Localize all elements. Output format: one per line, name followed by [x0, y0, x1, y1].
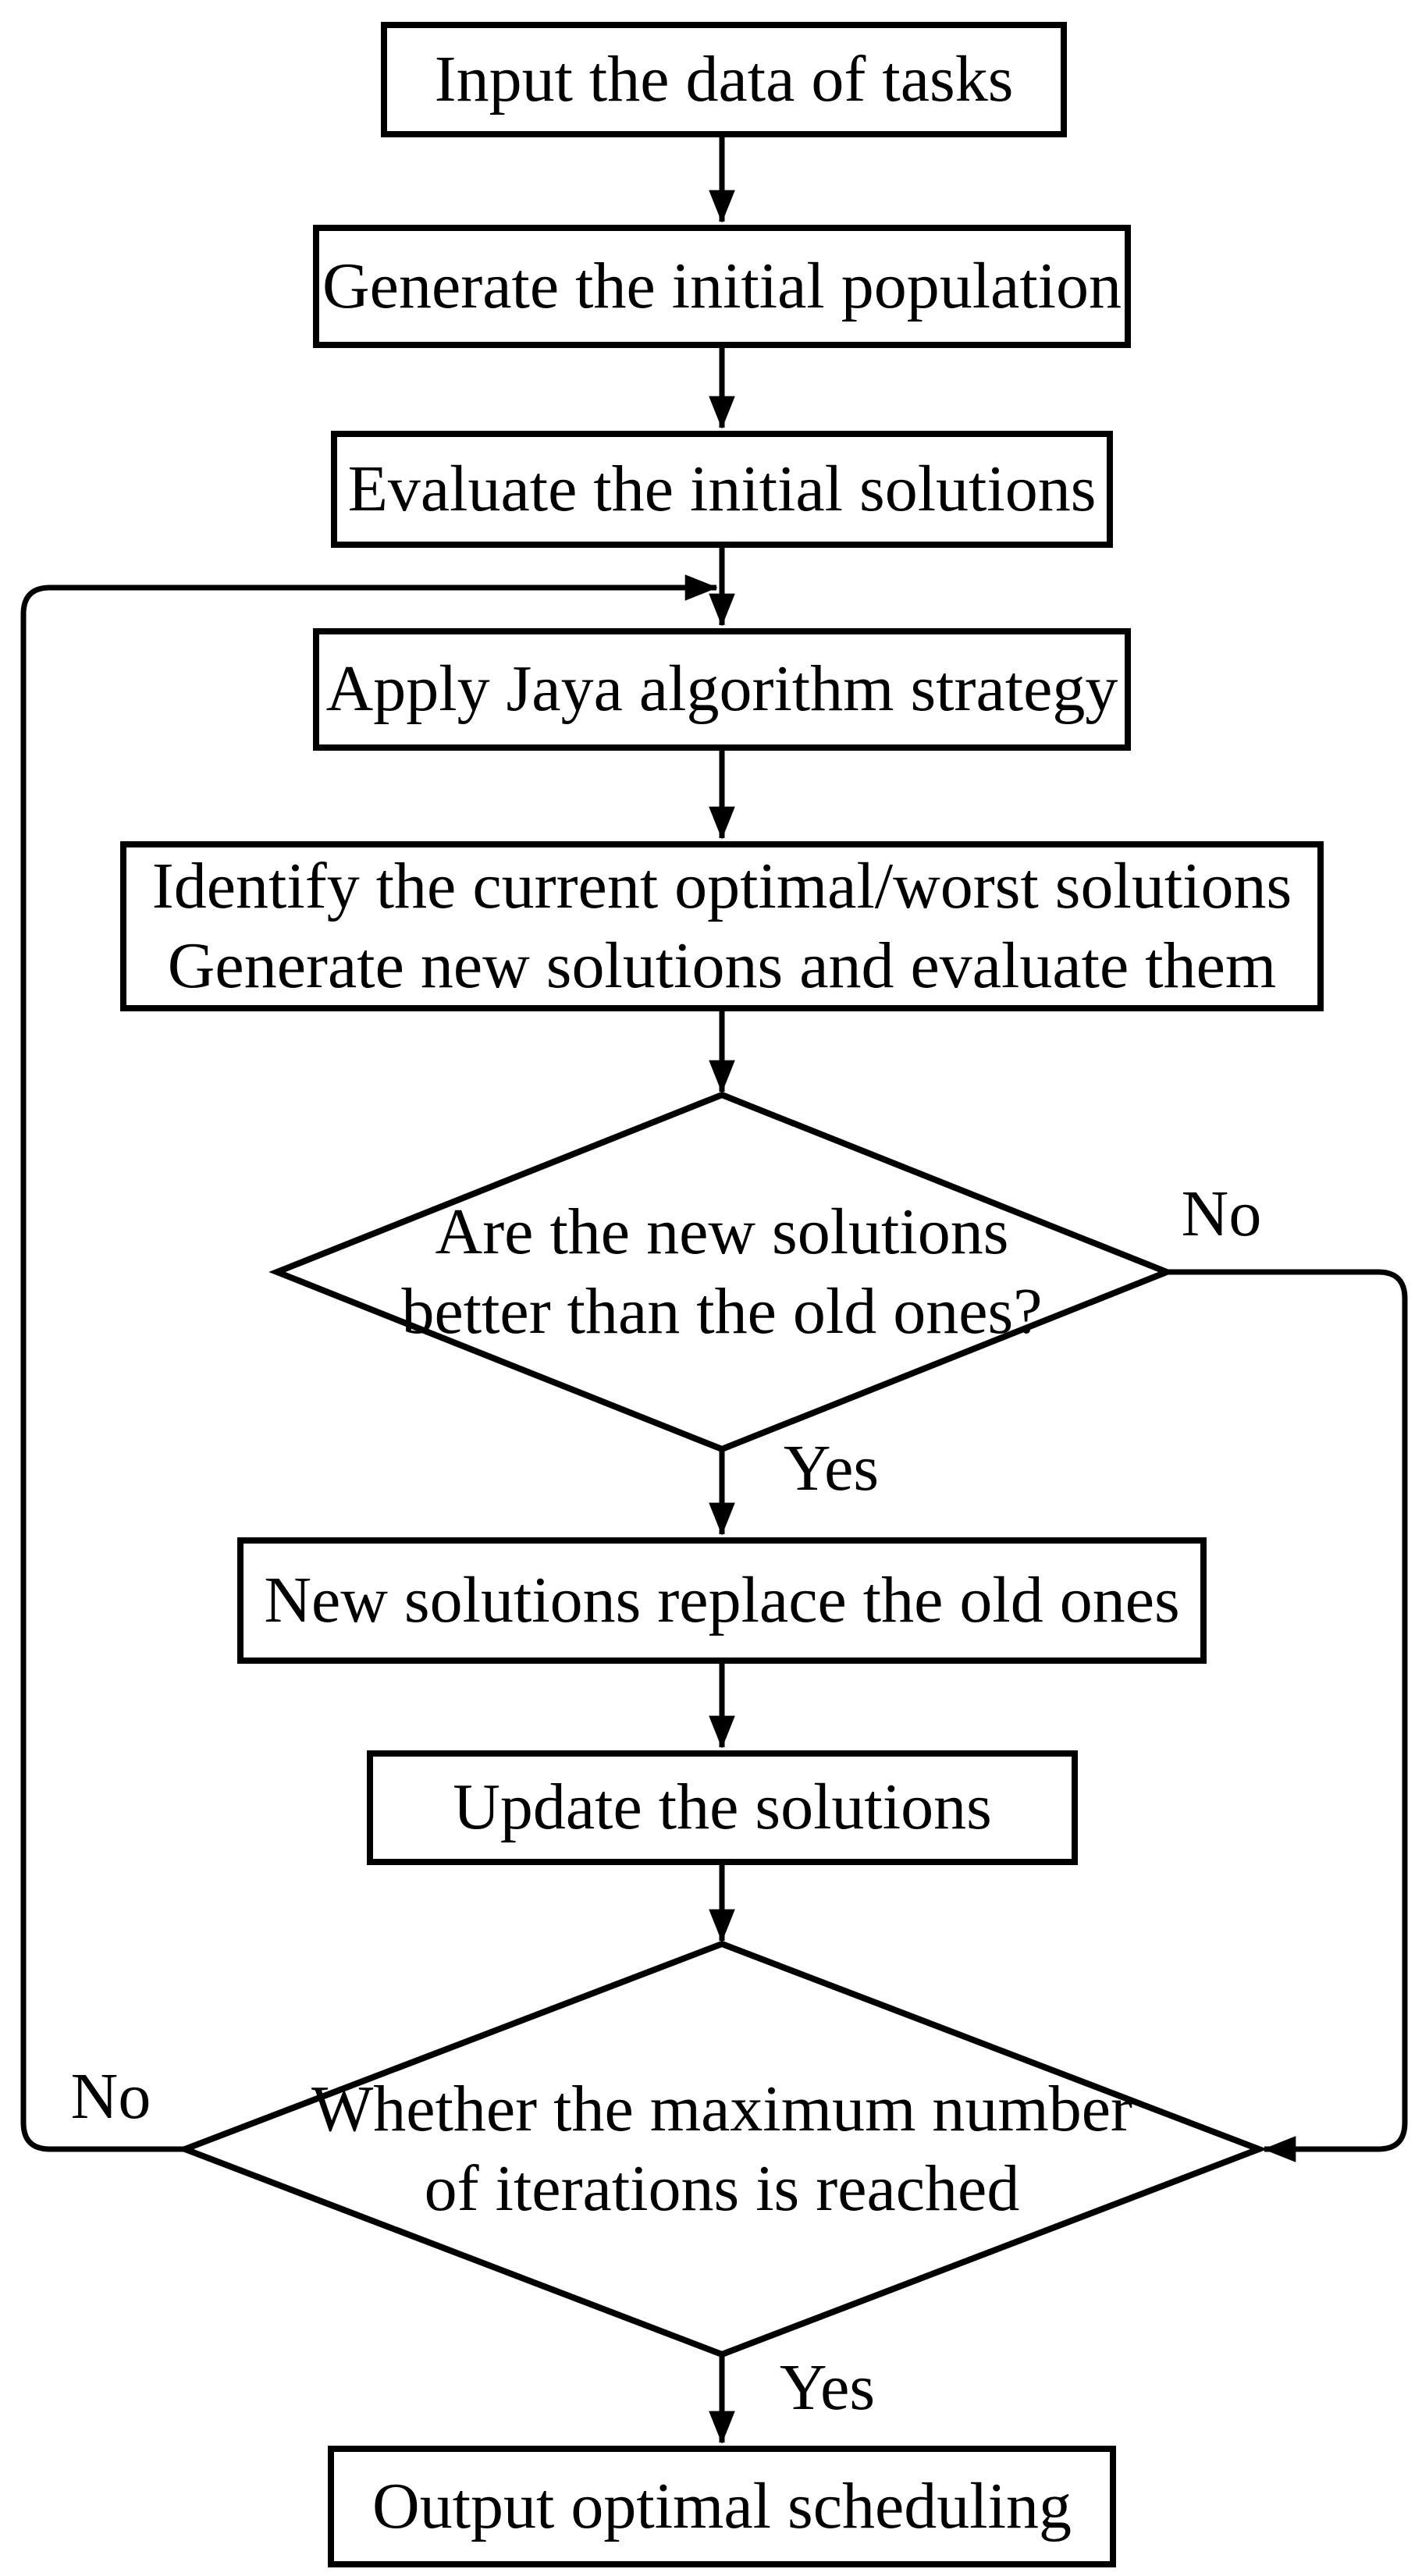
node-output-optimal-scheduling: Output optimal scheduling: [328, 2446, 1116, 2567]
node-generate-initial-population-label: Generate the initial population: [322, 249, 1122, 322]
node-identify-and-generate: Identify the current optimal/worst solut…: [120, 841, 1324, 1011]
decision-max-iterations-shape: [176, 1940, 1268, 2358]
node-evaluate-initial-solutions: Evaluate the initial solutions: [331, 431, 1113, 548]
edge-label-decision1-no: No: [1181, 1178, 1262, 1250]
node-apply-jaya-strategy-label: Apply Jaya algorithm strategy: [325, 652, 1118, 726]
edge-label-decision2-yes: Yes: [779, 2351, 876, 2424]
node-update-solutions-label: Update the solutions: [453, 1771, 992, 1844]
node-input-data-label: Input the data of tasks: [434, 42, 1014, 115]
node-apply-jaya-strategy: Apply Jaya algorithm strategy: [313, 628, 1131, 751]
node-generate-initial-population: Generate the initial population: [313, 225, 1131, 348]
decision-new-better-shape: [268, 1091, 1175, 1453]
node-new-replace-old: New solutions replace the old ones: [237, 1537, 1207, 1664]
node-input-data: Input the data of tasks: [381, 22, 1067, 137]
node-new-replace-old-label: New solutions replace the old ones: [264, 1563, 1180, 1636]
edge-decision1-no-loop: [1167, 1269, 1408, 2162]
node-identify-and-generate-label-line1: Identify the current optimal/worst solut…: [151, 849, 1292, 922]
edge-decision2-no-loop: [20, 574, 718, 2152]
node-update-solutions: Update the solutions: [367, 1750, 1078, 1865]
node-output-optimal-scheduling-label: Output optimal scheduling: [372, 2469, 1072, 2542]
node-evaluate-initial-solutions-label: Evaluate the initial solutions: [347, 452, 1097, 525]
edge-label-decision1-yes: Yes: [783, 1432, 880, 1505]
node-identify-and-generate-label-line2: Generate new solutions and evaluate them: [167, 929, 1277, 1002]
edge-label-decision2-no: No: [70, 2060, 151, 2133]
